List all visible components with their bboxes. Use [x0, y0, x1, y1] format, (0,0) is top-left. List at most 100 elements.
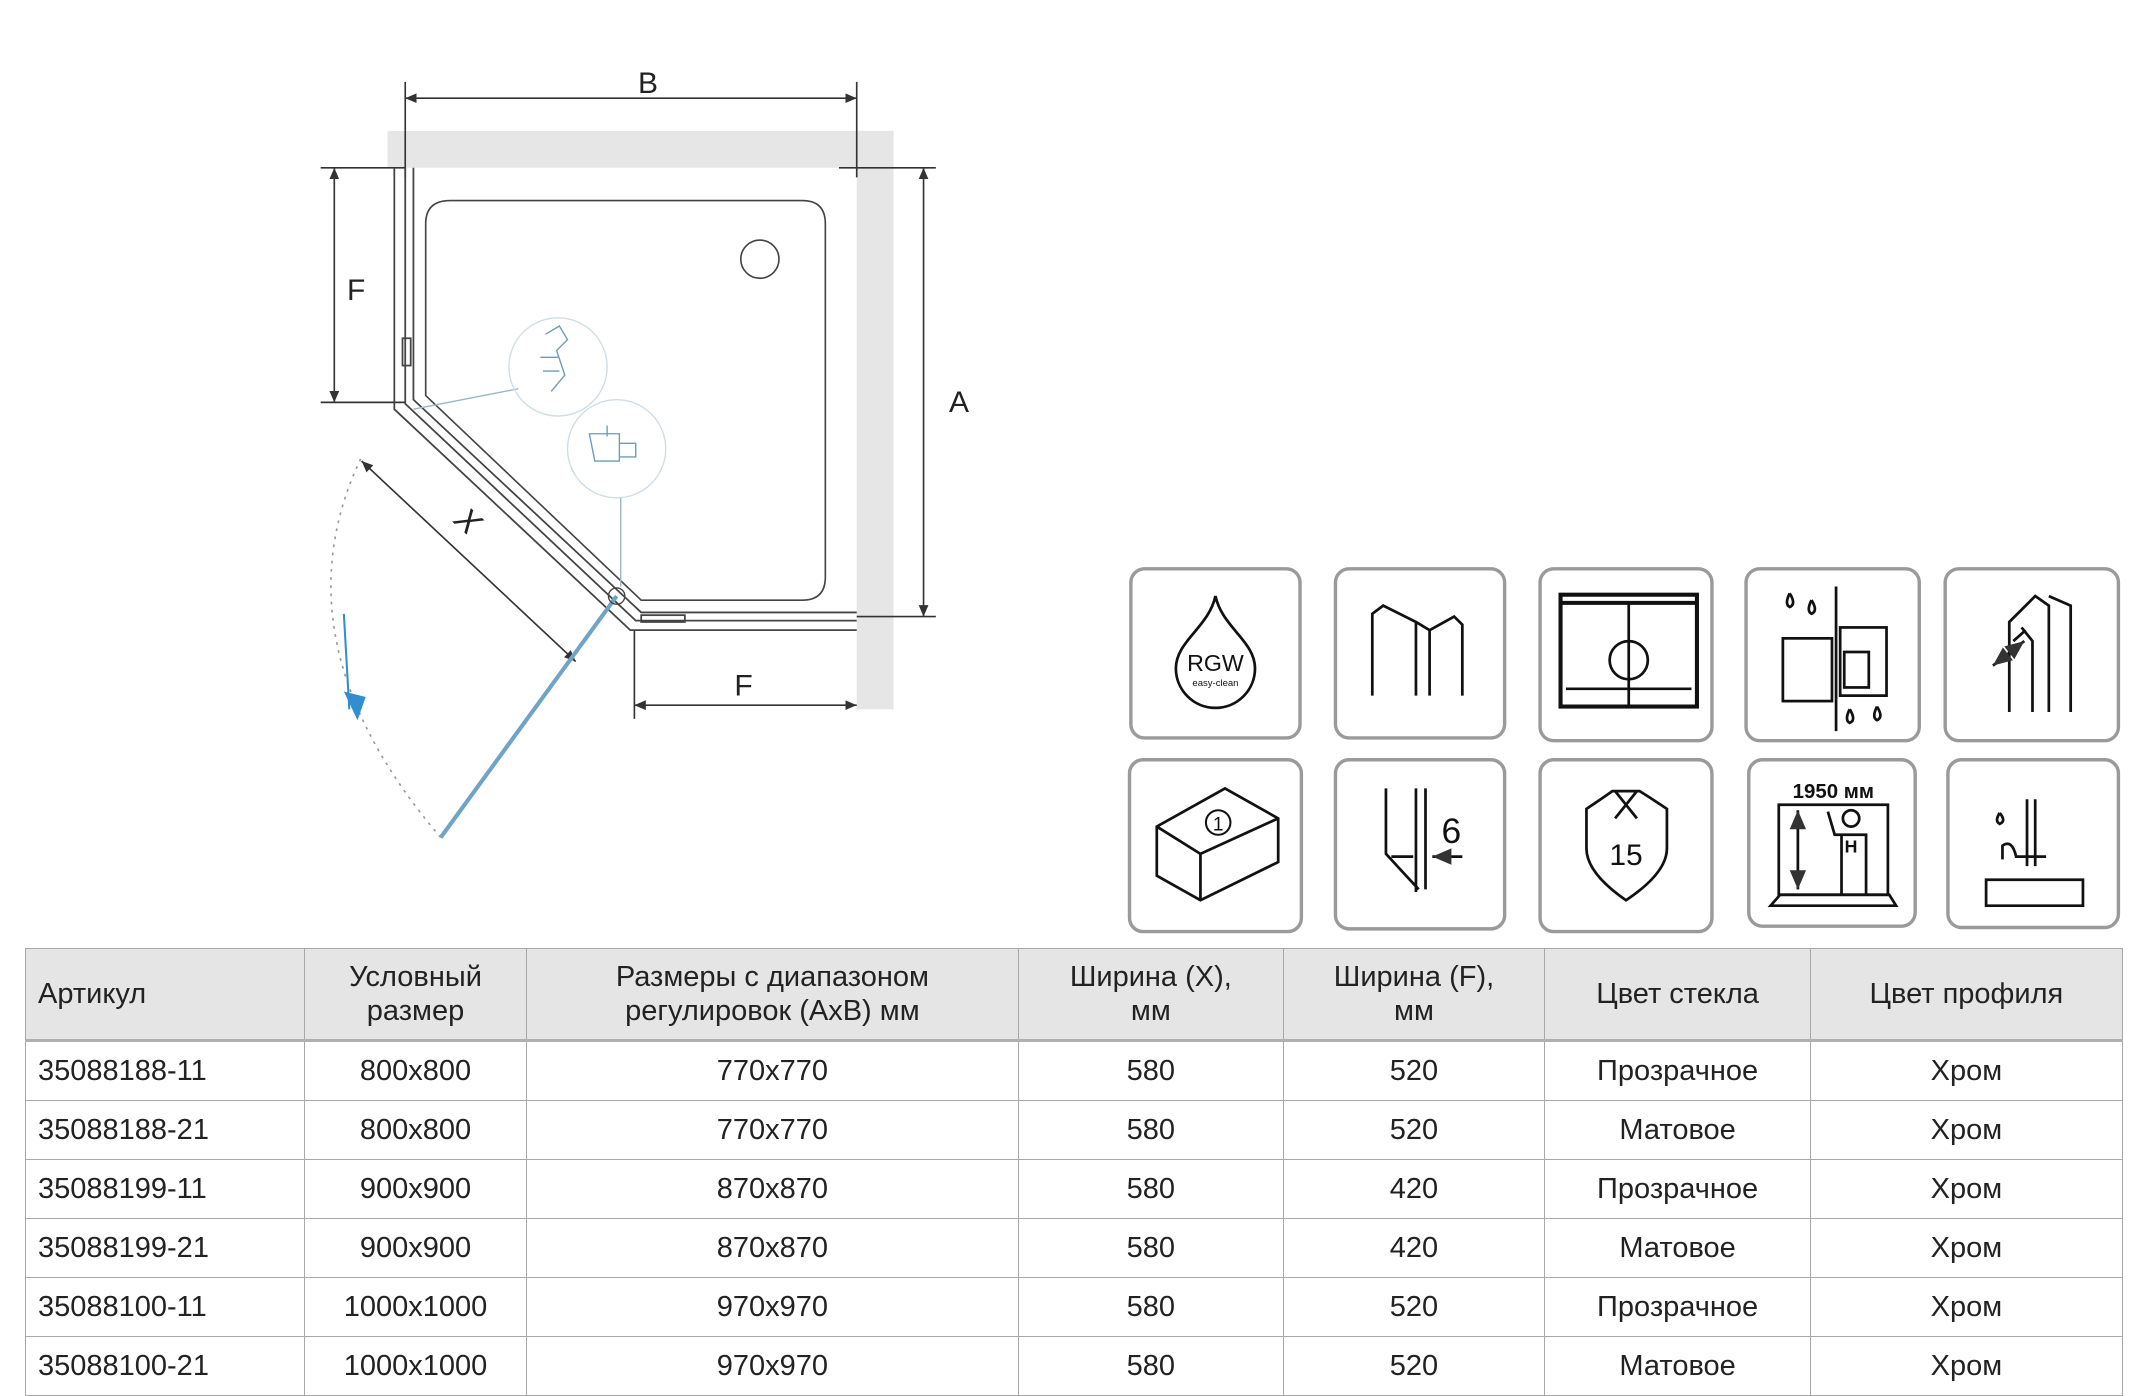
warranty-shield-icon [1585, 789, 1669, 902]
cell-profile-color: Хром [1809, 1100, 2124, 1160]
cell-width-f: 520 [1282, 1277, 1546, 1337]
cell-glass-color: Прозрачное [1544, 1277, 1811, 1337]
cell-adjust-range: 770x770 [525, 1040, 1020, 1101]
cell-glass-color: Матовое [1544, 1100, 1811, 1160]
dimension-a [838, 166, 936, 618]
cell-profile-color: Хром [1809, 1040, 2124, 1101]
cell-profile-color: Хром [1809, 1218, 2124, 1278]
height-value: 1950 мм [1793, 780, 1874, 803]
water-seal-icon [1984, 799, 2085, 908]
header-article: Артикул [24, 948, 306, 1041]
cell-width-x: 580 [1018, 1159, 1284, 1219]
adjustable-profile-icon [1992, 594, 2073, 713]
header-text: мм [1130, 995, 1171, 1027]
cell-width-x: 580 [1018, 1218, 1284, 1278]
warranty-years: 15 [1609, 839, 1642, 872]
cell-article: 35088188-21 [24, 1100, 306, 1160]
cell-nominal-size: 800x800 [304, 1040, 527, 1101]
cell-width-f: 420 [1282, 1159, 1546, 1219]
header-profile-color: Цвет профиля [1809, 948, 2124, 1041]
cell-article: 35088100-11 [24, 1277, 306, 1337]
cell-adjust-range: 770x770 [525, 1100, 1020, 1160]
cell-article: 35088100-21 [24, 1336, 306, 1396]
header-text: Ширина (F), [1333, 961, 1495, 993]
cell-width-f: 420 [1282, 1218, 1546, 1278]
magnetic-seal-icon [1370, 604, 1464, 696]
icon-tile-magnetic-seal [1333, 567, 1507, 740]
cell-profile-color: Хром [1809, 1336, 2124, 1396]
detail-callouts [413, 317, 667, 587]
package-box-icon [1155, 786, 1280, 902]
header-text: регулировок (АxВ) мм [625, 995, 920, 1027]
height-person-icon [1767, 803, 1899, 908]
cell-glass-color: Матовое [1544, 1218, 1811, 1278]
icon-tile-adjustable-profile [1943, 567, 2121, 743]
cell-nominal-size: 800x800 [304, 1100, 527, 1160]
cell-adjust-range: 970x970 [525, 1336, 1020, 1396]
cell-adjust-range: 870x870 [525, 1159, 1020, 1219]
cell-glass-color: Прозрачное [1544, 1159, 1811, 1219]
rgw-label: RGW [1187, 650, 1244, 676]
icon-tile-warranty [1538, 758, 1714, 934]
icon-tile-hinge [1744, 567, 1921, 743]
cell-nominal-size: 1000x1000 [304, 1277, 527, 1337]
icon-tile-glass-thickness [1333, 758, 1507, 931]
dimension-x [361, 460, 577, 663]
dimension-f-left [320, 166, 406, 404]
dimension-b-label: B [638, 67, 658, 100]
swing-arrow-icon [343, 691, 366, 721]
cell-article: 35088199-21 [24, 1218, 306, 1278]
cell-glass-color: Матовое [1544, 1336, 1811, 1396]
header-text: размер [366, 995, 465, 1027]
dimension-f-left-label: F [347, 274, 365, 307]
header-width-x: Ширина (X),мм [1018, 948, 1284, 1041]
header-text: Цвет профиля [1869, 978, 2064, 1010]
easy-clean-label: easy-clean [1192, 678, 1238, 689]
dimension-x-label: X [447, 499, 490, 543]
cell-width-f: 520 [1282, 1040, 1546, 1101]
cell-article: 35088199-11 [24, 1159, 306, 1219]
hinge-icon [1781, 586, 1888, 732]
header-text: Условный [349, 961, 482, 993]
header-width-f: Ширина (F),мм [1282, 948, 1546, 1041]
cell-width-f: 520 [1282, 1100, 1546, 1160]
header-text: Ширина (X), [1069, 961, 1232, 993]
icon-tile-reversible [1538, 567, 1714, 743]
enclosure-frame [393, 167, 857, 632]
cell-glass-color: Прозрачное [1544, 1040, 1811, 1101]
icon-tile-height [1747, 758, 1917, 928]
glass-thickness-icon [1384, 788, 1463, 893]
glass-thickness-value: 6 [1442, 811, 1462, 851]
cell-nominal-size: 900x900 [304, 1159, 527, 1219]
height-letter: H [1845, 836, 1858, 856]
icon-tile-packaging [1127, 758, 1304, 934]
shower-tray [424, 199, 827, 601]
cell-adjust-range: 870x870 [525, 1218, 1020, 1278]
dimension-a-label: A [949, 386, 969, 419]
icon-tile-easy-clean [1129, 567, 1302, 740]
cell-nominal-size: 1000x1000 [304, 1336, 527, 1396]
door-swing [330, 456, 626, 839]
header-glass-color: Цвет стекла [1544, 948, 1811, 1041]
dimension-b [404, 81, 858, 178]
cell-width-f: 520 [1282, 1336, 1546, 1396]
cell-adjust-range: 970x970 [525, 1277, 1020, 1337]
cell-profile-color: Хром [1809, 1277, 2124, 1337]
reversible-door-icon [1558, 592, 1699, 709]
water-drop-icon [1174, 595, 1257, 710]
cell-width-x: 580 [1018, 1336, 1284, 1396]
header-text: Цвет стекла [1596, 978, 1759, 1010]
dimension-f-bottom [633, 630, 857, 719]
cell-article: 35088188-11 [24, 1040, 306, 1101]
